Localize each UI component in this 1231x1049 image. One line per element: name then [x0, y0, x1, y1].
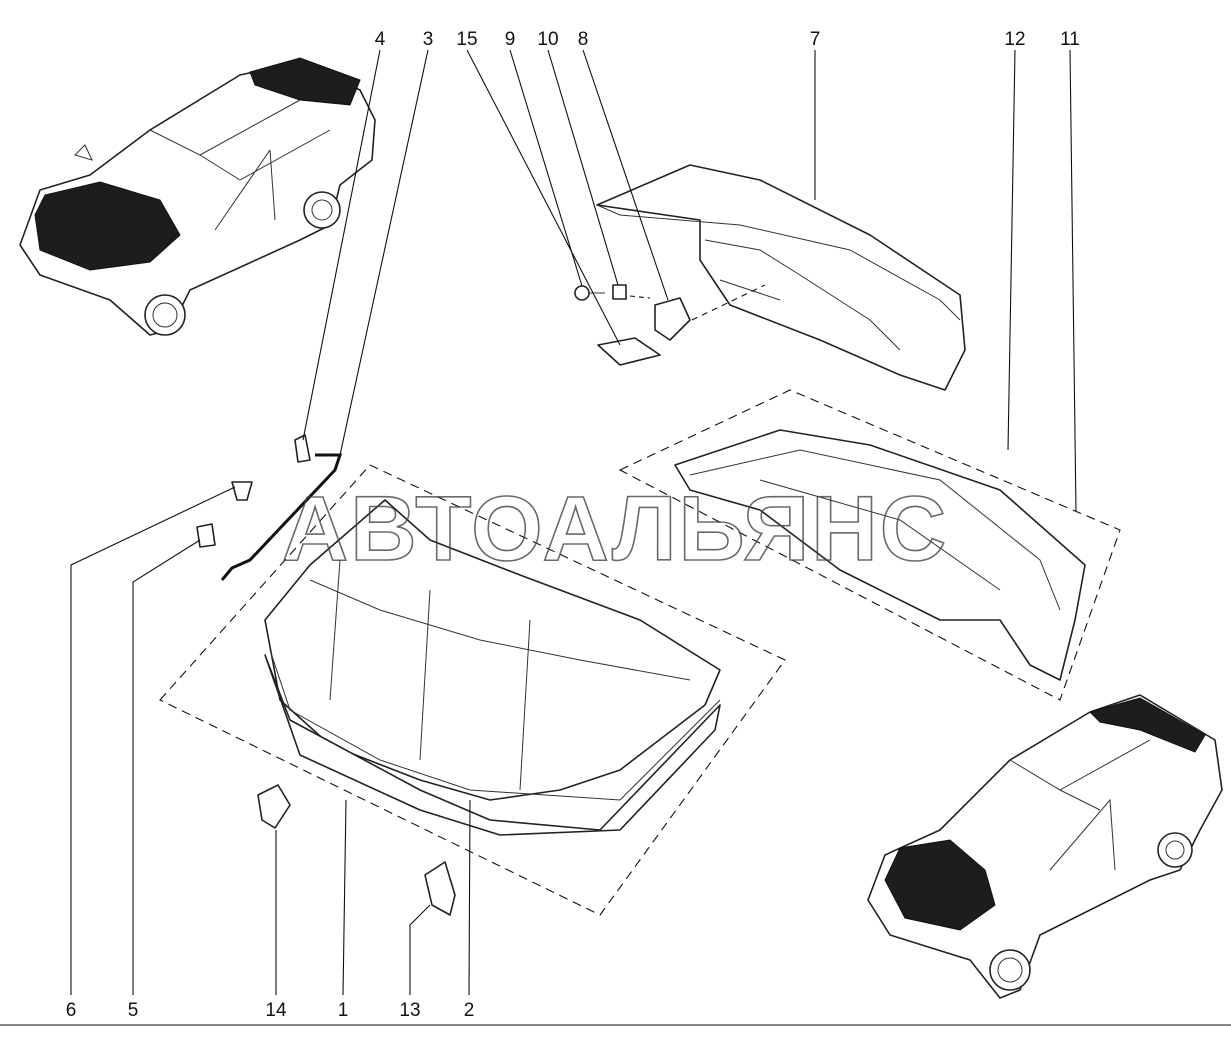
callout-12: 12: [1004, 29, 1025, 50]
callout-3: 3: [423, 29, 434, 50]
callout-13: 13: [399, 1000, 420, 1021]
callout-7: 7: [810, 29, 821, 50]
leader-lines: [0, 49, 1231, 1026]
callout-1: 1: [338, 1000, 349, 1021]
callout-14: 14: [265, 1000, 287, 1021]
hood-inner-panel-part-2: [264, 654, 721, 836]
callout-11: 11: [1060, 29, 1080, 50]
hood-small-parts: [196, 434, 456, 916]
part-5: [196, 523, 216, 548]
part-10: [612, 284, 627, 300]
part-13: [424, 861, 456, 916]
part-4: [294, 434, 311, 463]
callout-9: 9: [505, 29, 516, 50]
callouts-top: 4 3 15 9 10 8 7 12 11: [375, 29, 1080, 50]
callout-4: 4: [375, 29, 386, 50]
trunk-lid-part-7: [596, 164, 966, 391]
callout-10: 10: [537, 29, 558, 50]
car-illustration-rear: [867, 694, 1223, 999]
part-15: [597, 337, 661, 366]
callout-6: 6: [66, 1000, 77, 1021]
trunk-assembly-frame: [618, 389, 1121, 701]
hood-part-1: [264, 499, 721, 801]
trunk-inner-panel-part-12: [674, 429, 1086, 681]
callout-8: 8: [578, 29, 589, 50]
part-14: [257, 784, 291, 829]
car-illustration-front: [19, 57, 376, 336]
watermark: АВТОАЛЬЯНС: [282, 478, 948, 580]
callout-2: 2: [464, 1000, 475, 1021]
callout-5: 5: [128, 1000, 139, 1021]
part-8: [654, 297, 691, 341]
hood-assembly-frame: [159, 464, 786, 916]
callout-15: 15: [456, 29, 477, 50]
small-parts: [574, 284, 766, 366]
part-9: [574, 285, 590, 301]
part-3-rod: [220, 453, 343, 581]
part-6: [231, 481, 253, 501]
callouts-bottom: 6 5 14 1 13 2: [66, 1000, 475, 1021]
